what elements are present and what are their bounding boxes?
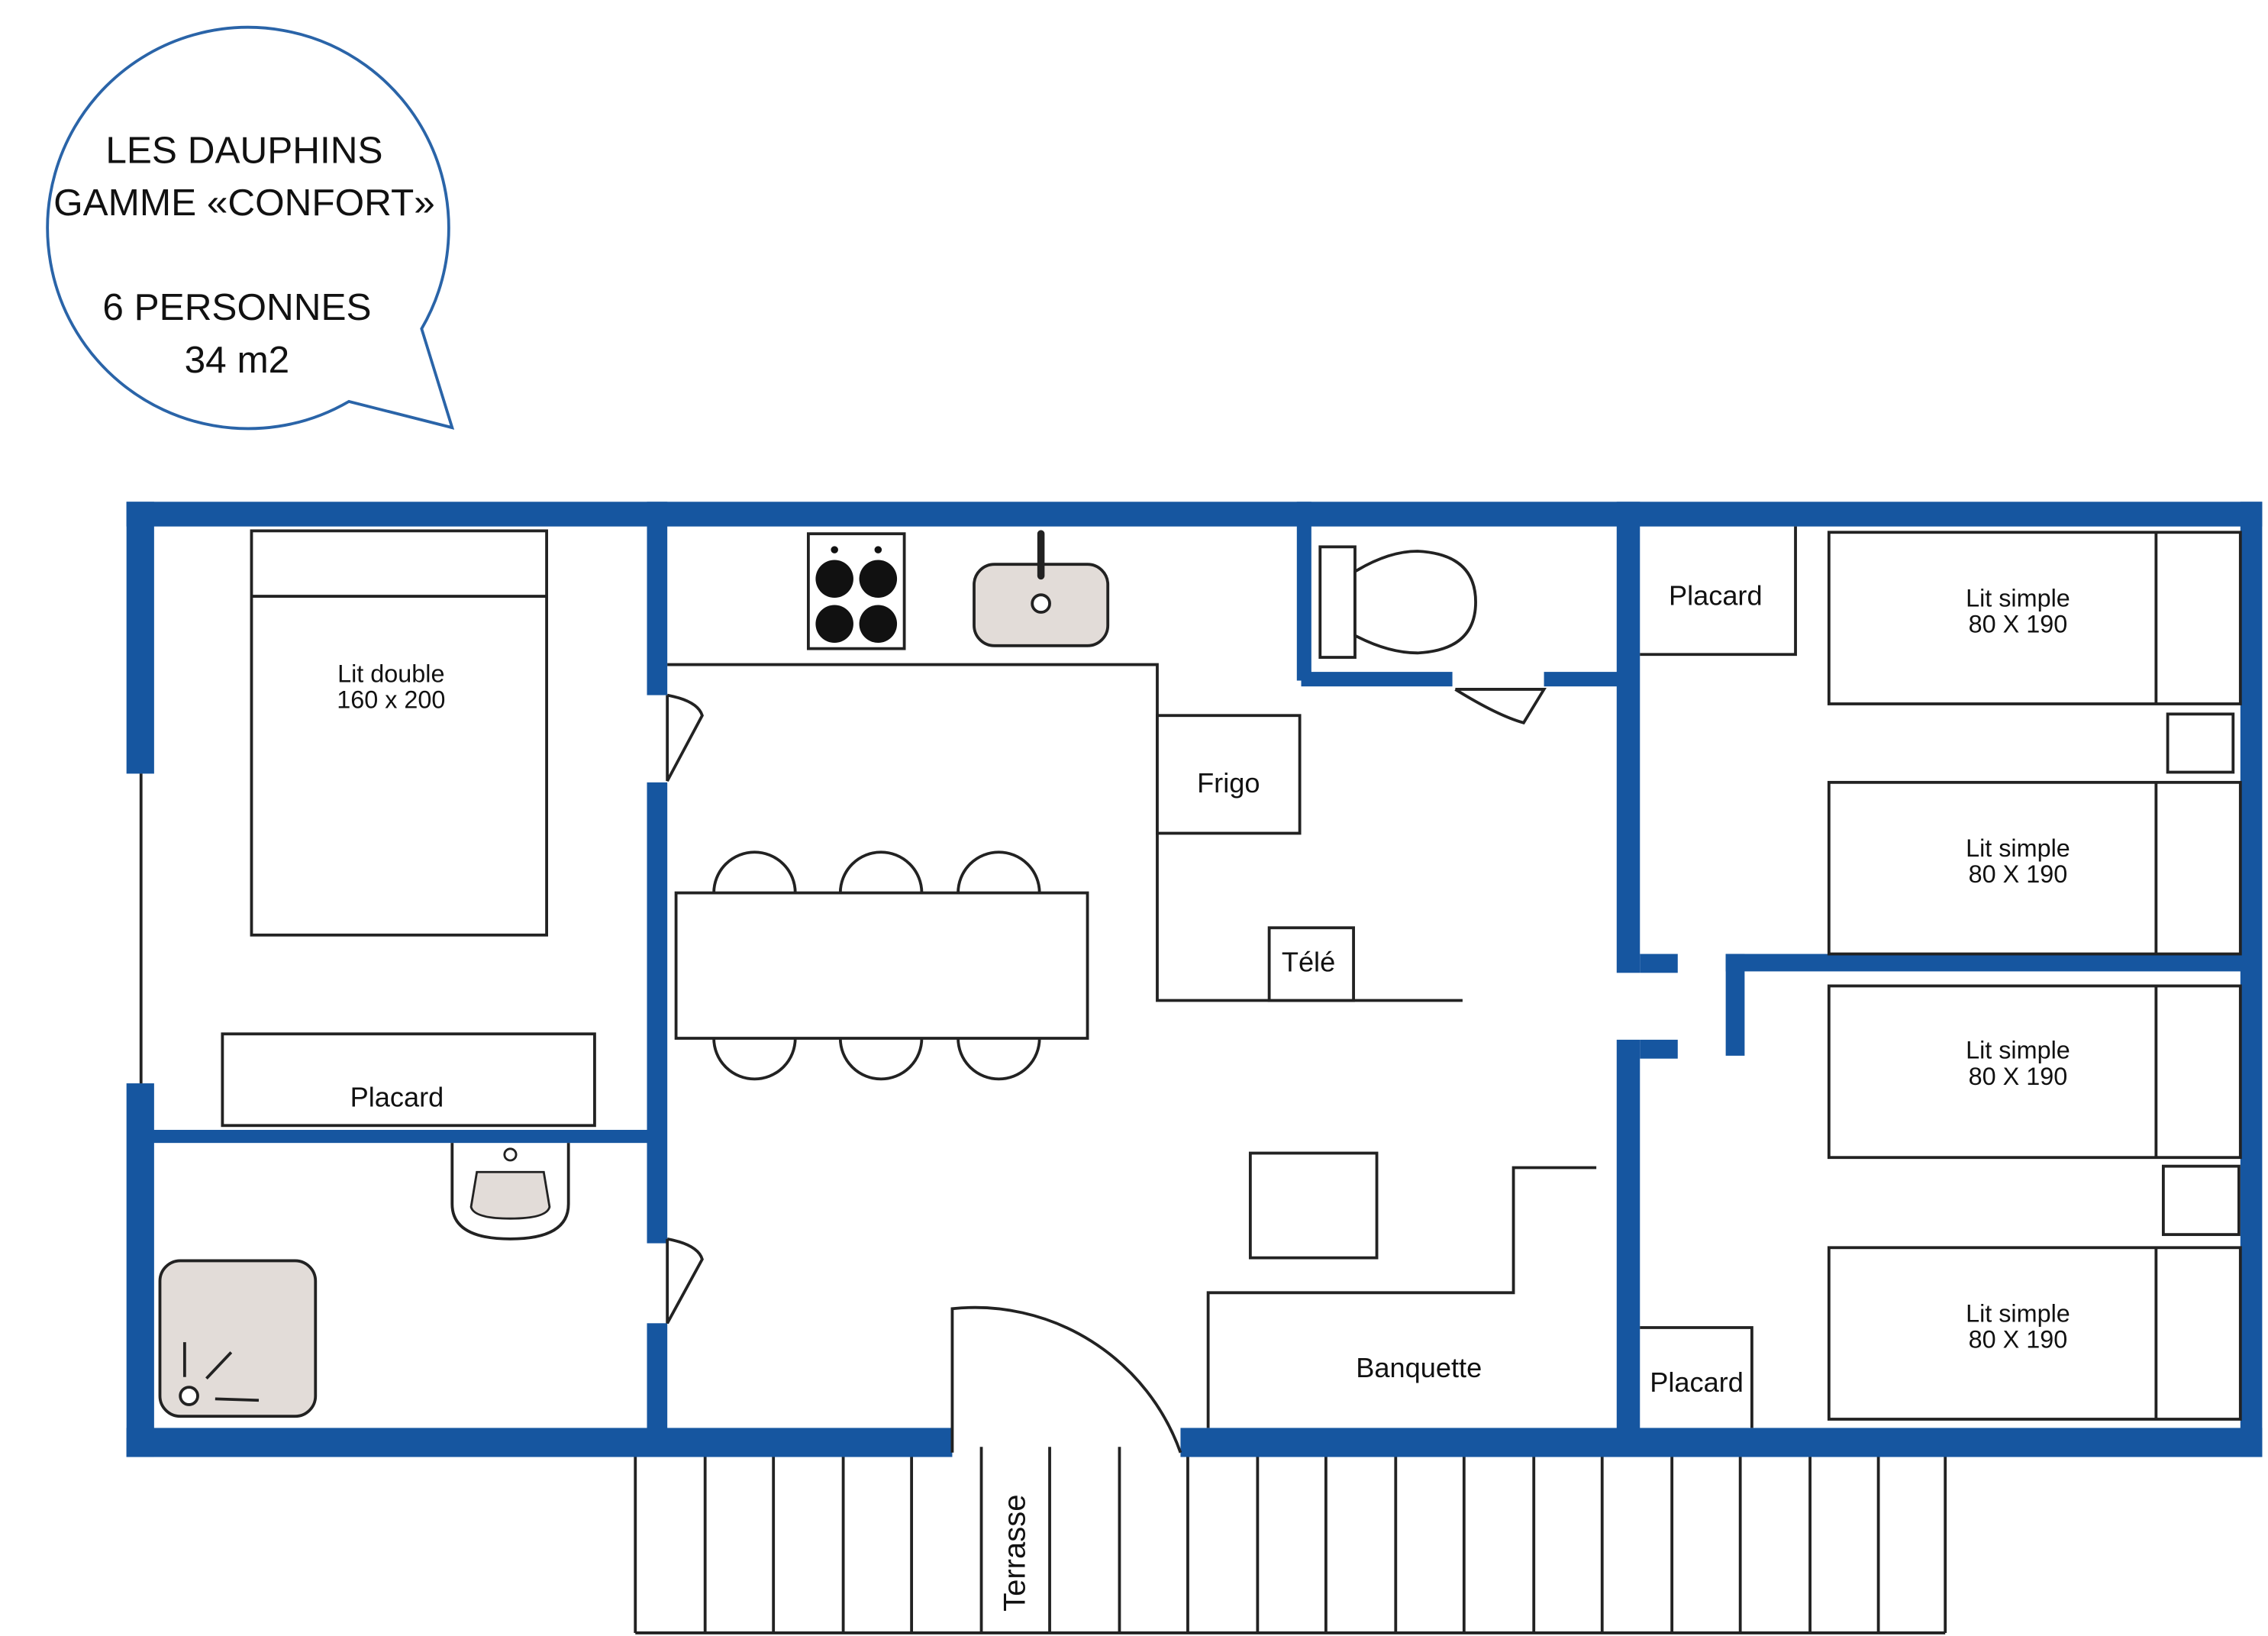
double-bed: Lit double 160 x 200 [250, 529, 548, 937]
stove-icon [806, 532, 906, 650]
bubble-capacity: 6 PERSONNES [102, 286, 371, 328]
frigo-label: Frigo [1197, 767, 1260, 799]
dining-table [674, 850, 1089, 1081]
bubble-area: 34 m2 [185, 339, 290, 381]
toilet-icon [1318, 545, 1477, 659]
tele: Télé [1267, 926, 1355, 1002]
nightstand [2166, 712, 2235, 774]
single-bed-4-size: 80 X 190 [1969, 1326, 2068, 1354]
placard-top-label: Placard [1669, 579, 1763, 611]
placard-bottom: Placard [1640, 1326, 1753, 1428]
terrasse-label: Terrasse [999, 1495, 1032, 1612]
single-bed-1: Lit simple 80 X 190 [1827, 531, 2242, 705]
title-bubble: LES DAUPHINS GAMME «CONFORT» 6 PERSONNES… [46, 25, 455, 431]
nightstand [2161, 1164, 2241, 1237]
terrace: Terrasse [634, 1447, 1947, 1634]
single-bed-3-size: 80 X 190 [1969, 1063, 2068, 1090]
double-bed-label: Lit double [337, 660, 444, 687]
bubble-outline [46, 25, 455, 431]
bathroom-sink-icon [450, 1143, 570, 1241]
bubble-range: GAMME «CONFORT» [53, 182, 435, 224]
walls [126, 502, 2263, 1457]
banquette: Banquette [1206, 1166, 1597, 1428]
single-bed-3-label: Lit simple [1966, 1037, 2070, 1064]
placard-top: Placard [1640, 526, 1797, 657]
single-bed-1-size: 80 X 190 [1969, 611, 2068, 638]
tele-label: Télé [1282, 946, 1335, 977]
banquette-label: Banquette [1356, 1352, 1482, 1383]
placard-main-label: Placard [350, 1082, 444, 1113]
shower-icon [158, 1259, 318, 1418]
kitchen-sink-icon [973, 530, 1110, 647]
placard-main: Placard [221, 1032, 596, 1128]
single-bed-3: Lit simple 80 X 190 [1827, 984, 2242, 1160]
double-bed-size: 160 x 200 [337, 686, 445, 714]
doors [666, 688, 1547, 1454]
coffee-table [1248, 1151, 1379, 1260]
single-bed-4: Lit simple 80 X 190 [1827, 1246, 2242, 1421]
bubble-title: LES DAUPHINS [105, 130, 382, 172]
placard-bottom-label: Placard [1650, 1367, 1744, 1398]
frigo: Frigo [1156, 714, 1302, 835]
single-bed-2-label: Lit simple [1966, 834, 2070, 862]
single-bed-4-label: Lit simple [1966, 1299, 2070, 1327]
single-bed-2: Lit simple 80 X 190 [1827, 780, 2242, 956]
single-bed-1-label: Lit simple [1966, 584, 2070, 611]
single-bed-2-size: 80 X 190 [1969, 860, 2068, 888]
